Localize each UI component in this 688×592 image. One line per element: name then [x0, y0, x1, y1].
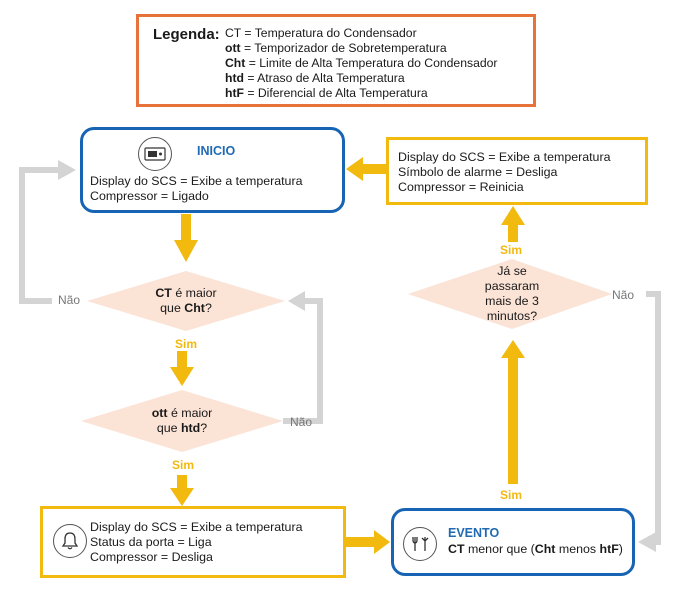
arrow-d1-nao-to-inicio [19, 167, 60, 304]
decision-line: CT é maior [136, 286, 236, 301]
decision-line: que Cht? [136, 301, 236, 316]
evento-abbr: CT [448, 542, 465, 556]
decision-abbr: ott [151, 406, 168, 420]
reset-text: Display do SCS = Exibe a temperatura Sím… [398, 150, 610, 195]
evento-text: ) [618, 542, 623, 556]
inicio-title: INICIO [197, 144, 236, 158]
arrow-evento-to-d3 [508, 358, 518, 484]
legend-text: = Temporizador de Sobretemperatura [240, 41, 447, 55]
arrow-d3-to-reset [508, 224, 518, 242]
display-unit-icon [138, 137, 172, 171]
decision-abbr: htd [180, 421, 201, 435]
legend-box: Legenda: CT = Temperatura do Condensador… [136, 14, 536, 107]
decision-text: ? [204, 301, 212, 315]
decision-line: mais de 3 [485, 294, 539, 308]
decision-3-minutes-text: Já se passaram mais de 3 minutos? [462, 264, 562, 324]
legend-abbr: htF [225, 86, 244, 100]
evento-title: EVENTO [448, 526, 500, 540]
inicio-box: INICIO Display do SCS = Exibe a temperat… [80, 127, 345, 213]
decision-line: que htd? [132, 421, 232, 436]
nao-label-d3: Não [612, 288, 635, 302]
legend-item-htd: htd = Atraso de Alta Temperatura [225, 71, 497, 86]
decision-line: ott é maior [132, 406, 232, 421]
evento-text: menor que ( [464, 542, 535, 556]
inicio-line-compressor: Compressor = Ligado [90, 189, 209, 203]
decision-line: minutos? [486, 309, 538, 323]
arrow-d2-to-alarm [177, 475, 187, 489]
nao-label-d1: Não [58, 293, 81, 307]
alarm-line-display: Display do SCS = Exibe a temperatura [90, 520, 303, 534]
legend-text: = Limite de Alta Temperatura do Condensa… [245, 56, 498, 70]
decision-diamond-ct-cht [87, 271, 285, 331]
yellow-arrows [170, 157, 525, 554]
decision-diamond-3-minutes [408, 259, 612, 329]
legend-item-cht: Cht = Limite de Alta Temperatura do Cond… [225, 56, 497, 71]
evento-abbr: htF [599, 542, 619, 556]
decision-text: que [156, 421, 181, 435]
tools-icon [403, 527, 437, 561]
legend-text: = Atraso de Alta Temperatura [243, 71, 405, 85]
arrow-inicio-to-d1 [181, 214, 191, 240]
legend-abbr: Cht [225, 56, 246, 70]
gray-arrows [19, 167, 661, 545]
legend-item-htf: htF = Diferencial de Alta Temperatura [225, 86, 497, 101]
arrow-d1-to-d2 [177, 351, 187, 367]
evento-condition: CT menor que (Cht menos htF) [448, 542, 623, 557]
decision-ott-htd-text: ott é maior que htd? [132, 406, 232, 436]
evento-abbr: Cht [534, 542, 556, 556]
nao-label-d2: Não [290, 415, 313, 429]
legend-item-ott: ott = Temporizador de Sobretemperatura [225, 41, 497, 56]
reset-box: Display do SCS = Exibe a temperatura Sím… [386, 137, 648, 205]
inicio-text: Display do SCS = Exibe a temperatura Com… [90, 174, 302, 204]
arrow-d2-nao-to-d1 [283, 298, 323, 424]
decision-ct-cht-text: CT é maior que Cht? [136, 286, 236, 316]
decision-text: é maior [167, 406, 213, 420]
sim-label-d2: Sim [172, 458, 195, 472]
reset-line-compressor: Compressor = Reinicia [398, 180, 524, 194]
legend-abbr: CT [225, 26, 242, 40]
legend-title: Legenda: [153, 26, 220, 43]
alarm-box: Display do SCS = Exibe a temperatura Sta… [40, 506, 346, 578]
legend-list: CT = Temperatura do Condensador ott = Te… [225, 26, 497, 101]
decision-text: ? [200, 421, 208, 435]
reset-line-display: Display do SCS = Exibe a temperatura [398, 150, 611, 164]
alarm-text: Display do SCS = Exibe a temperatura Sta… [90, 520, 302, 565]
sim-label-d3: Sim [500, 243, 523, 257]
legend-text: = Temperatura do Condensador [241, 26, 417, 40]
legend-abbr: ott [225, 41, 241, 55]
decision-line: passaram [484, 279, 540, 293]
decision-abbr: Cht [184, 301, 205, 315]
legend-item-ct: CT = Temperatura do Condensador [225, 26, 497, 41]
arrow-d3-nao-to-evento [646, 291, 661, 545]
legend-text: = Diferencial de Alta Temperatura [243, 86, 428, 100]
decision-line: Já se [497, 264, 527, 278]
sim-label-d1: Sim [175, 337, 198, 351]
alarm-bell-icon [53, 524, 87, 558]
decision-text: que [160, 301, 185, 315]
evento-text: menos [555, 542, 600, 556]
inicio-line-display: Display do SCS = Exibe a temperatura [90, 174, 303, 188]
evento-box: EVENTO CT menor que (Cht menos htF) [391, 508, 635, 576]
legend-abbr: htd [225, 71, 244, 85]
decision-abbr: CT [155, 286, 172, 300]
sim-label-evento: Sim [500, 488, 523, 502]
decision-diamond-ott-htd [81, 390, 283, 452]
reset-line-alarm: Símbolo de alarme = Desliga [398, 165, 558, 179]
alarm-line-door: Status da porta = Liga [90, 535, 212, 549]
alarm-line-compressor: Compressor = Desliga [90, 550, 213, 564]
arrow-reset-to-inicio [362, 164, 388, 174]
decision-text: é maior [171, 286, 217, 300]
arrow-alarm-to-evento [345, 537, 375, 547]
